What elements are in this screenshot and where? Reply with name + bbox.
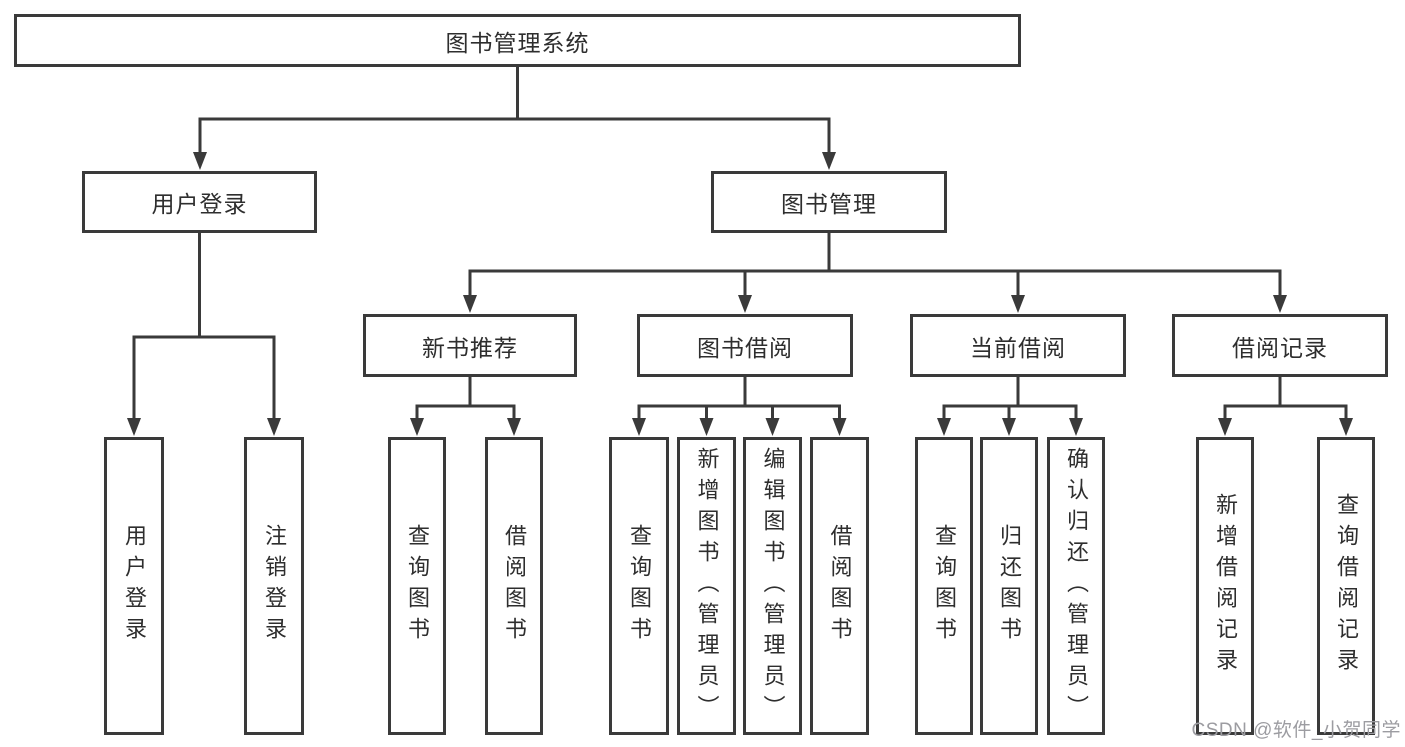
node-root: 图书管理系统 — [14, 14, 1021, 67]
connector-current-borrow-children — [937, 377, 1083, 436]
leaf-recommend-borrow-books: 借阅图书 — [485, 437, 543, 735]
leaf-recommend-query-books: 查询图书 — [388, 437, 446, 735]
leaf-records-query-record: 查询借阅记录 — [1317, 437, 1375, 735]
connector-recommend-children — [410, 377, 521, 436]
node-new-book-recommend: 新书推荐 — [363, 314, 577, 377]
leaf-logout: 注销登录 — [244, 437, 304, 735]
node-borrow-records: 借阅记录 — [1172, 314, 1388, 377]
leaf-recommend-borrow-books-label: 借阅图书 — [502, 524, 527, 648]
leaf-borrow-edit-books-admin: 编辑图书（管理员） — [743, 437, 802, 735]
connector-book-borrow-children — [632, 377, 847, 436]
connector-root-to-level2 — [193, 67, 836, 170]
connector-borrow-records-children — [1218, 377, 1353, 436]
leaf-borrow-query-books-label: 查询图书 — [627, 524, 652, 648]
leaf-current-query-books-label: 查询图书 — [932, 524, 957, 648]
leaf-borrow-add-books-admin-label: 新增图书（管理员） — [694, 446, 720, 726]
node-book-borrow: 图书借阅 — [637, 314, 853, 377]
leaf-logout-label: 注销登录 — [262, 524, 287, 648]
node-book-management: 图书管理 — [711, 171, 947, 233]
leaf-records-add-record-label: 新增借阅记录 — [1213, 493, 1238, 679]
leaf-borrow-add-books-admin: 新增图书（管理员） — [677, 437, 736, 735]
leaf-borrow-query-books: 查询图书 — [609, 437, 669, 735]
leaf-current-confirm-return-admin: 确认归还（管理员） — [1047, 437, 1105, 735]
leaf-borrow-borrow-books-label: 借阅图书 — [827, 524, 853, 648]
connector-book-management-children — [463, 233, 1287, 313]
leaf-current-confirm-return-admin-label: 确认归还（管理员） — [1064, 446, 1089, 726]
connector-user-login-children — [127, 233, 281, 436]
node-current-borrow: 当前借阅 — [910, 314, 1126, 377]
leaf-recommend-query-books-label: 查询图书 — [405, 524, 430, 648]
leaf-user-login-label: 用户登录 — [122, 524, 147, 648]
leaf-borrow-edit-books-admin-label: 编辑图书（管理员） — [760, 446, 786, 726]
leaf-current-query-books: 查询图书 — [915, 437, 973, 735]
leaf-current-return-books-label: 归还图书 — [997, 524, 1022, 648]
leaf-borrow-borrow-books: 借阅图书 — [810, 437, 869, 735]
leaf-user-login: 用户登录 — [104, 437, 164, 735]
csdn-watermark: CSDN @软件_小贺同学 — [1191, 720, 1401, 741]
leaf-records-add-record: 新增借阅记录 — [1196, 437, 1254, 735]
node-user-login: 用户登录 — [82, 171, 317, 233]
leaf-records-query-record-label: 查询借阅记录 — [1334, 493, 1359, 679]
leaf-current-return-books: 归还图书 — [980, 437, 1038, 735]
